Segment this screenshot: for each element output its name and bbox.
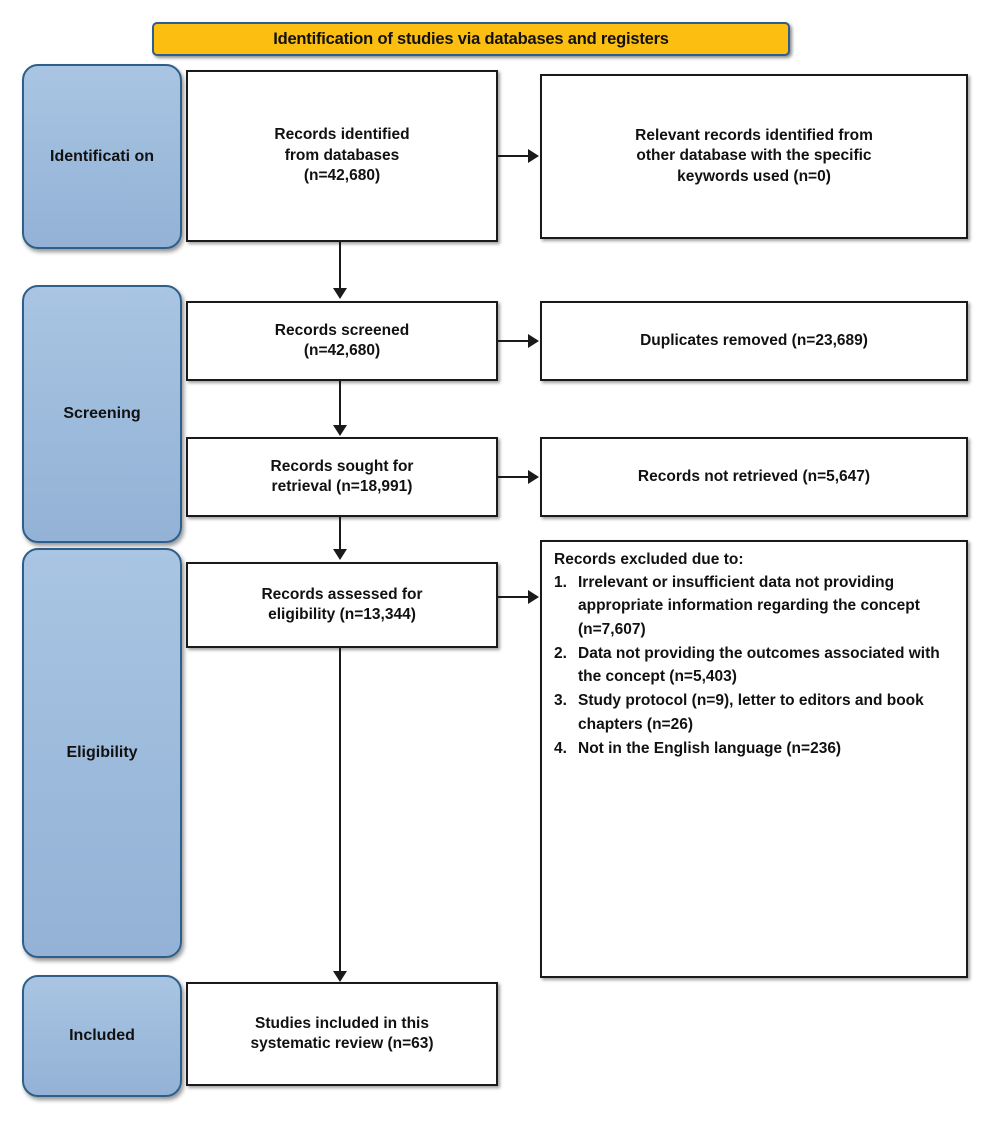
connector-identification-horizontal xyxy=(498,155,530,157)
box-records-identified: Records identified from databases (n=42,… xyxy=(186,70,498,242)
excluded-reason-3: 3. Study protocol (n=9), letter to edito… xyxy=(554,689,956,736)
arrowhead-identification-right xyxy=(528,149,539,163)
connector-sought-horizontal xyxy=(498,476,530,478)
arrowhead-not-retrieved-right xyxy=(528,470,539,484)
excluded-reason-4: 4. Not in the English language (n=236) xyxy=(554,737,956,760)
connector-identification-to-screening xyxy=(339,242,341,292)
box-records-excluded: Records excluded due to: 1. Irrelevant o… xyxy=(540,540,968,978)
excluded-reason-2-number: 2. xyxy=(554,644,567,662)
phase-eligibility-label: Eligibility xyxy=(66,744,138,762)
box-records-assessed: Records assessed for eligibility (n=13,3… xyxy=(186,562,498,648)
phase-included: Included xyxy=(22,975,182,1097)
connector-screened-to-sought xyxy=(339,381,341,429)
excluded-reason-4-number: 4. xyxy=(554,739,567,757)
arrowhead-assessed-down xyxy=(333,549,347,560)
box-studies-included: Studies included in this systematic revi… xyxy=(186,982,498,1086)
arrowhead-excluded-right xyxy=(528,590,539,604)
box-duplicates-removed-text: Duplicates removed (n=23,689) xyxy=(640,331,868,349)
box-relevant-other-database-text: Relevant records identified from other d… xyxy=(635,126,873,185)
records-excluded-heading: Records excluded due to: xyxy=(554,551,744,568)
box-records-not-retrieved-text: Records not retrieved (n=5,647) xyxy=(637,467,871,485)
box-records-identified-text: Records identified from databases (n=42,… xyxy=(274,126,410,185)
box-studies-included-text: Studies included in this systematic revi… xyxy=(250,1014,434,1052)
box-records-assessed-text: Records assessed for eligibility (n=13,3… xyxy=(261,585,423,623)
connector-screened-horizontal xyxy=(498,340,530,342)
excluded-reason-1-text: Irrelevant or insufficient data not prov… xyxy=(578,574,920,638)
phase-screening: Screening xyxy=(22,285,182,543)
phase-eligibility: Eligibility xyxy=(22,548,182,958)
phase-included-label: Included xyxy=(69,1027,135,1045)
records-excluded-list: 1. Irrelevant or insufficient data not p… xyxy=(554,571,956,760)
phase-identification: Identificati on xyxy=(22,64,182,249)
connector-assessed-horizontal xyxy=(498,596,530,598)
box-records-sought-text: Records sought for retrieval (n=18,991) xyxy=(270,457,414,495)
phase-screening-label: Screening xyxy=(63,405,141,423)
diagram-title-text: Identification of studies via databases … xyxy=(273,29,669,48)
box-records-not-retrieved: Records not retrieved (n=5,647) xyxy=(540,437,968,517)
excluded-reason-2-text: Data not providing the outcomes associat… xyxy=(578,644,940,686)
excluded-reason-4-text: Not in the English language (n=236) xyxy=(578,739,842,757)
phase-identification-label: Identificati on xyxy=(50,147,154,165)
excluded-reason-1: 1. Irrelevant or insufficient data not p… xyxy=(554,571,956,641)
box-records-sought: Records sought for retrieval (n=18,991) xyxy=(186,437,498,517)
box-duplicates-removed: Duplicates removed (n=23,689) xyxy=(540,301,968,381)
excluded-reason-2: 2. Data not providing the outcomes assoc… xyxy=(554,642,956,689)
box-records-screened: Records screened (n=42,680) xyxy=(186,301,498,381)
excluded-reason-1-number: 1. xyxy=(554,574,567,592)
box-records-screened-text: Records screened (n=42,680) xyxy=(274,321,410,359)
excluded-reason-3-text: Study protocol (n=9), letter to editors … xyxy=(578,692,924,733)
excluded-reason-3-number: 3. xyxy=(554,692,567,710)
diagram-title-banner: Identification of studies via databases … xyxy=(152,22,790,56)
arrowhead-sought-down xyxy=(333,425,347,436)
connector-sought-to-assessed xyxy=(339,517,341,555)
box-relevant-other-database: Relevant records identified from other d… xyxy=(540,74,968,239)
connector-assessed-to-included xyxy=(339,648,341,975)
arrowhead-duplicates-right xyxy=(528,334,539,348)
arrowhead-screening-down xyxy=(333,288,347,299)
arrowhead-included-down xyxy=(333,971,347,982)
